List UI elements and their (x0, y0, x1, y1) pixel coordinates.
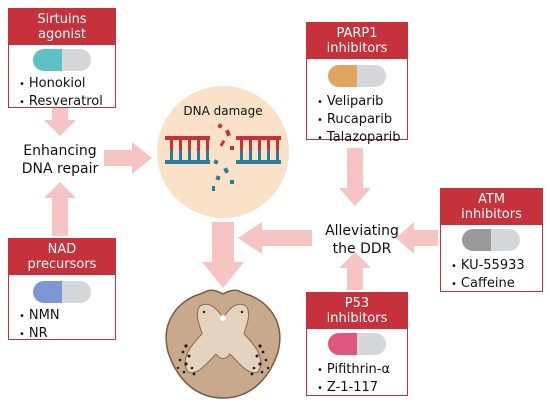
list-item: Z-1-117 (317, 379, 390, 397)
sirtuins-agonist-list: Honokiol Resveratrol (19, 75, 103, 111)
list-item: Talazoparib (317, 129, 401, 147)
enhancing-dna-repair-label: Enhancing DNA repair (21, 143, 99, 177)
arrow-enhancing-to-damage (104, 142, 152, 174)
dna-damage-circle (157, 86, 289, 218)
list-item: Rucaparib (317, 111, 400, 129)
nad-precursors-title: NAD precursors (9, 239, 115, 275)
arrow-alleviating-to-center (238, 222, 312, 254)
list-item: Caffeine (451, 275, 525, 293)
parp1-inhibitors-box: PARP1 inhibitors Veliparib Rucaparib Tal… (306, 22, 408, 145)
atm-inhibitors-title: ATM inhibitors (441, 189, 542, 225)
dna-ladder-icon (165, 123, 281, 191)
capsule-icon (33, 49, 91, 71)
list-item: Veliparib (317, 93, 400, 111)
sirtuins-agonist-title: Sirtuins agonist (9, 9, 115, 45)
nad-precursors-list: NMN NR (19, 307, 60, 343)
parp1-inhibitors-title: PARP1 inhibitors (307, 23, 407, 59)
sirtuins-agonist-box: Sirtuins agonist Honokiol Resveratrol (8, 8, 116, 111)
capsule-icon (328, 333, 386, 355)
alleviating-ddr-label: Alleviating the DDR (325, 223, 399, 257)
parp1-inhibitors-list: Veliparib Rucaparib Talazoparib (317, 93, 401, 147)
arrow-damage-to-cord (202, 222, 244, 288)
capsule-icon (462, 229, 520, 251)
atm-inhibitors-box: ATM inhibitors KU-55933 Caffeine (440, 188, 543, 292)
arrow-sirtuins-to-enhancing (44, 108, 76, 136)
arrow-parp1-to-alleviating (339, 148, 371, 206)
list-item: Honokiol (19, 75, 103, 93)
p53-inhibitors-title: P53 inhibitors (307, 293, 407, 329)
list-item: NMN (19, 307, 60, 325)
atm-inhibitors-list: KU-55933 Caffeine (451, 257, 525, 293)
dna-damage-label: DNA damage (183, 104, 263, 118)
p53-inhibitors-box: P53 inhibitors Pifithrin-α Z-1-117 (306, 292, 408, 396)
arrow-nad-to-enhancing (44, 182, 76, 236)
p53-inhibitors-list: Pifithrin-α Z-1-117 (317, 361, 390, 397)
list-item: Resveratrol (19, 93, 103, 111)
arrow-p53-to-alleviating (339, 252, 371, 290)
arrow-atm-to-alleviating (396, 222, 438, 254)
nad-precursors-box: NAD precursors NMN NR (8, 238, 116, 343)
capsule-icon (328, 65, 386, 87)
spinal-cord-icon (165, 289, 281, 399)
list-item: Pifithrin-α (317, 361, 390, 379)
capsule-icon (33, 281, 91, 303)
list-item: NR (19, 325, 60, 343)
list-item: KU-55933 (451, 257, 525, 275)
